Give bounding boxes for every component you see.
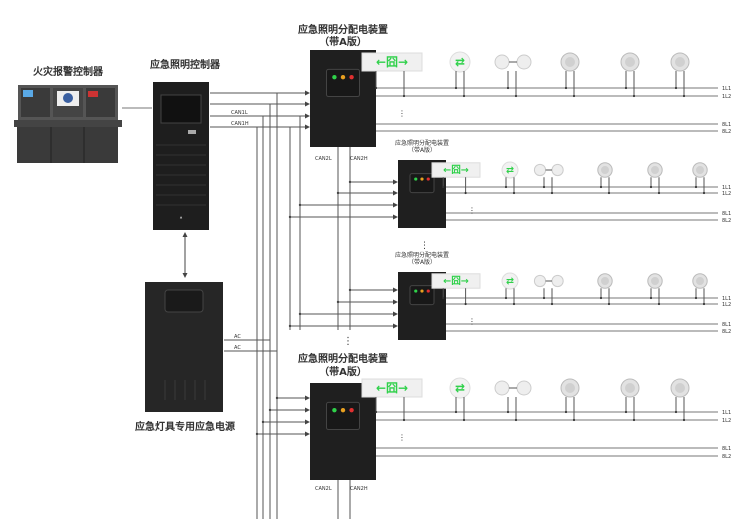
svg-text:⇄: ⇄: [455, 55, 465, 69]
distribution-device-label: 应急照明分配电装置: [395, 139, 449, 147]
indicator-light: [340, 74, 346, 80]
twin-spot-light-icon: [494, 54, 532, 98]
power-supply-label: 应急灯具专用应急电源: [135, 420, 235, 433]
ellipsis-devices-mid: ⋮: [420, 241, 429, 251]
distribution-device-sublabel: （带A版）: [408, 146, 436, 154]
controller-bus-wires: [210, 90, 310, 519]
line-label: 8L2: [722, 218, 731, 224]
indicator-light: [426, 177, 430, 181]
ellipsis: ⋮: [398, 433, 406, 442]
indicator-light: [332, 407, 337, 413]
ceiling-light-icon: [620, 378, 640, 422]
line-label: 1L2: [722, 94, 731, 100]
ceiling-light-icon: [647, 273, 663, 306]
emergency-power-supply-cabinet: [145, 282, 223, 412]
ceiling-light-icon: [670, 378, 690, 422]
line-label: 1L2: [722, 191, 731, 197]
can1l-label: CAN1L: [231, 110, 248, 116]
ac-label-1: AC: [234, 334, 241, 340]
distribution-row: 应急照明分配电装置（带A版） 1L1 1L2 8L1 8L2 ⋮ ←囧→ ⇄ CAN2L CAN2…: [255, 352, 731, 519]
can2l-label: CAN2L: [315, 156, 332, 162]
indicator-light: [349, 407, 354, 413]
svg-text:⇄: ⇄: [506, 165, 514, 176]
lighting-controller-cabinet: ▲: [153, 82, 209, 230]
indicator-light: [414, 289, 418, 293]
line-label: 8L1: [722, 322, 731, 328]
line-label: 8L1: [722, 211, 731, 217]
line-label: 1L1: [722, 86, 731, 92]
distribution-device-label: 应急照明分配电装置: [298, 352, 388, 365]
ac-label-2: AC: [234, 345, 241, 351]
direction-sign-icon: ⇄: [501, 161, 519, 195]
line-label: 1L1: [722, 410, 731, 416]
twin-spot-light-icon: [533, 274, 564, 306]
distribution-device-sublabel: （带A版）: [319, 365, 367, 378]
svg-text:←囧→: ←囧→: [376, 381, 408, 395]
distribution-device-sublabel: （带A版）: [319, 35, 367, 48]
exit-sign-icon: ←囧→: [361, 52, 423, 98]
fire-alarm-controller-console: [14, 85, 122, 163]
fire-alarm-controller-label: 火灾报警控制器: [33, 65, 104, 78]
ellipsis: ⋮: [468, 206, 476, 215]
ceiling-light-icon: [692, 162, 708, 195]
svg-text:▲: ▲: [180, 215, 183, 219]
exit-sign-icon: ←囧→: [361, 378, 423, 422]
indicator-light: [420, 177, 424, 181]
line-label: 8L2: [722, 454, 731, 460]
line-label: 8L2: [722, 129, 731, 135]
indicator-light: [332, 74, 337, 80]
ellipsis: ⋮: [398, 109, 406, 118]
distribution-device-label: 应急照明分配电装置: [395, 251, 449, 259]
twin-spot-light-icon: [533, 163, 564, 195]
indicator-light: [414, 177, 418, 181]
direction-sign-icon: ⇄: [449, 51, 471, 98]
line-label: 8L2: [722, 329, 731, 335]
indicator-light: [349, 74, 354, 80]
can2h-label: CAN2H: [350, 486, 368, 492]
indicator-light: [340, 407, 346, 413]
ceiling-light-icon: [670, 52, 690, 98]
distribution-device-label: 应急照明分配电装置: [298, 23, 388, 36]
indicator-light: [420, 289, 424, 293]
distribution-device-sublabel: （带A版）: [408, 258, 436, 266]
can2l-label: CAN2L: [315, 486, 332, 492]
indicator-light: [426, 289, 430, 293]
ceiling-light-icon: [692, 273, 708, 306]
line-label: 1L2: [722, 302, 731, 308]
ceiling-light-icon: [597, 273, 613, 306]
can2h-label: CAN2H: [350, 156, 368, 162]
ceiling-light-icon: [560, 52, 580, 98]
svg-text:⇄: ⇄: [455, 381, 465, 395]
ceiling-light-icon: [597, 162, 613, 195]
svg-text:⇄: ⇄: [506, 276, 514, 287]
can1h-label: CAN1H: [231, 121, 249, 127]
ellipsis: ⋮: [468, 317, 476, 326]
svg-text:←囧→: ←囧→: [376, 55, 408, 69]
ellipsis-devices: ⋮: [343, 336, 353, 347]
line-label: 8L1: [722, 122, 731, 128]
ceiling-light-icon: [620, 52, 640, 98]
svg-text:←囧→: ←囧→: [443, 276, 469, 287]
ceiling-light-icon: [560, 378, 580, 422]
svg-text:←囧→: ←囧→: [443, 165, 469, 176]
distribution-device-box: [310, 383, 376, 480]
lighting-controller-label: 应急照明控制器: [150, 58, 221, 71]
line-label: 8L1: [722, 446, 731, 452]
exit-sign-icon: ←囧→: [431, 273, 481, 306]
twin-spot-light-icon: [494, 380, 532, 422]
line-label: 1L1: [722, 296, 731, 302]
exit-sign-icon: ←囧→: [431, 162, 481, 195]
ceiling-light-icon: [647, 162, 663, 195]
distribution-device-box: [398, 272, 446, 340]
line-label: 1L2: [722, 418, 731, 424]
direction-sign-icon: ⇄: [501, 272, 519, 306]
line-label: 1L1: [722, 185, 731, 191]
direction-sign-icon: ⇄: [449, 377, 471, 422]
